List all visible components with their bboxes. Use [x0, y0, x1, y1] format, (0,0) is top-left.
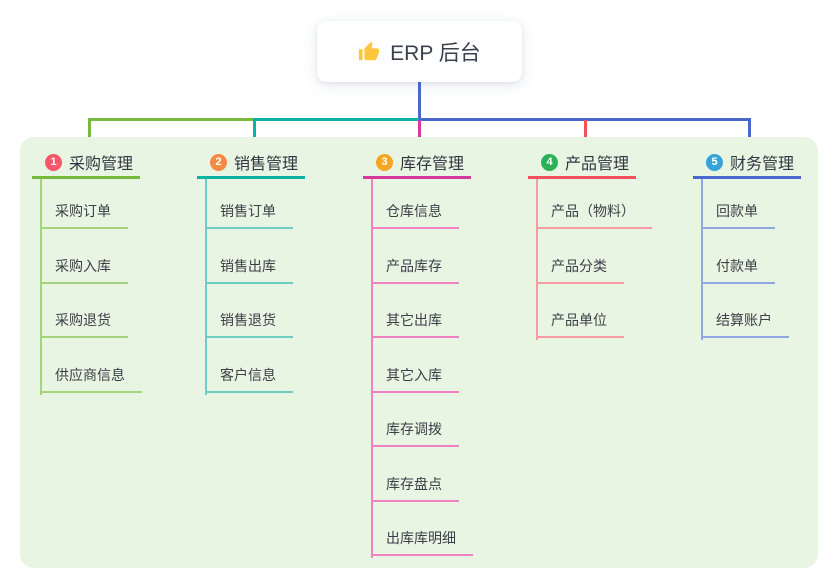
- node-label[interactable]: 仓库信息: [371, 201, 459, 229]
- branches-panel: [20, 137, 818, 568]
- branch-sales-children: 销售订单 销售出库 销售退货 客户信息: [197, 175, 367, 395]
- mindmap-node[interactable]: 销售出库: [197, 229, 367, 284]
- connector-root-drop: [418, 82, 421, 119]
- branch-product-header[interactable]: 4 产品管理: [528, 148, 636, 179]
- branch-finance: 5 财务管理 回款单 付款单 结算账户: [693, 148, 839, 340]
- mindmap-node[interactable]: 其它出库: [363, 284, 533, 338]
- mindmap-node[interactable]: 回款单: [693, 175, 839, 229]
- mindmap-node[interactable]: 销售订单: [197, 175, 367, 229]
- mindmap-node[interactable]: 付款单: [693, 229, 839, 284]
- mindmap-node[interactable]: 产品（物料）: [528, 175, 698, 229]
- branch-purchase-children: 采购订单 采购入库 采购退货 供应商信息: [32, 175, 202, 395]
- connector-drop-finance: [748, 120, 751, 148]
- connector-children-finance: [701, 179, 703, 340]
- branch-purchase-label: 采购管理: [69, 156, 134, 173]
- branch-inventory-header[interactable]: 3 库存管理: [363, 148, 471, 179]
- badge-4: 4: [541, 153, 558, 171]
- node-label[interactable]: 库存调拨: [371, 419, 459, 447]
- mindmap-node[interactable]: 采购订单: [32, 175, 202, 229]
- branch-product-label: 产品管理: [565, 156, 630, 173]
- mindmap-node[interactable]: 客户信息: [197, 338, 367, 393]
- mindmap-node[interactable]: 采购入库: [32, 229, 202, 284]
- mindmap-node[interactable]: 库存调拨: [363, 393, 533, 447]
- node-label[interactable]: 其它出库: [371, 310, 459, 338]
- node-label[interactable]: 回款单: [701, 201, 775, 229]
- connector-children-product: [536, 179, 538, 340]
- connector-bus-left: [88, 118, 253, 121]
- branch-product: 4 产品管理 产品（物料） 产品分类 产品单位: [528, 148, 698, 340]
- mindmap-node[interactable]: 出库库明细: [363, 502, 533, 556]
- connector-children-inventory: [371, 179, 373, 558]
- mindmap-node[interactable]: 产品库存: [363, 229, 533, 284]
- connector-drop-purchase: [88, 120, 91, 148]
- mindmap-node[interactable]: 供应商信息: [32, 338, 202, 393]
- mindmap-node[interactable]: 产品单位: [528, 284, 698, 338]
- branch-sales-header[interactable]: 2 销售管理: [197, 148, 305, 179]
- node-label[interactable]: 销售订单: [205, 201, 293, 229]
- branch-finance-label: 财务管理: [730, 156, 795, 173]
- connector-drop-inventory: [418, 120, 421, 148]
- branch-product-children: 产品（物料） 产品分类 产品单位: [528, 175, 698, 340]
- branch-purchase-header[interactable]: 1 采购管理: [32, 148, 140, 179]
- branch-finance-children: 回款单 付款单 结算账户: [693, 175, 839, 340]
- node-label[interactable]: 结算账户: [701, 310, 789, 338]
- node-label[interactable]: 销售退货: [205, 310, 293, 338]
- badge-1: 1: [45, 153, 62, 171]
- branch-inventory-children: 仓库信息 产品库存 其它出库 其它入库 库存调拨 库存盘点 出库库明细: [363, 175, 533, 558]
- node-label[interactable]: 产品（物料）: [536, 201, 652, 229]
- branch-inventory-label: 库存管理: [400, 156, 465, 173]
- node-label[interactable]: 产品单位: [536, 310, 624, 338]
- node-label[interactable]: 出库库明细: [371, 528, 473, 556]
- mindmap-node[interactable]: 销售退货: [197, 284, 367, 338]
- mindmap-node[interactable]: 仓库信息: [363, 175, 533, 229]
- node-label[interactable]: 付款单: [701, 256, 775, 284]
- root-node-erp[interactable]: ERP 后台: [317, 21, 522, 82]
- badge-3: 3: [376, 153, 393, 171]
- node-label[interactable]: 供应商信息: [40, 365, 142, 393]
- thumbs-up-icon: [358, 41, 380, 63]
- connector-bus-right: [419, 118, 751, 121]
- mindmap-node[interactable]: 其它入库: [363, 338, 533, 393]
- node-label[interactable]: 采购订单: [40, 201, 128, 229]
- node-label[interactable]: 产品库存: [371, 256, 459, 284]
- node-label[interactable]: 其它入库: [371, 365, 459, 393]
- mindmap-node[interactable]: 采购退货: [32, 284, 202, 338]
- branch-finance-header[interactable]: 5 财务管理: [693, 148, 801, 179]
- node-label[interactable]: 客户信息: [205, 365, 293, 393]
- root-node-label: ERP 后台: [390, 41, 481, 65]
- connector-drop-sales: [253, 120, 256, 148]
- branch-sales-label: 销售管理: [234, 156, 299, 173]
- branch-inventory: 3 库存管理 仓库信息 产品库存 其它出库 其它入库 库存调拨 库存盘点 出库库…: [363, 148, 533, 558]
- connector-children-sales: [205, 179, 207, 395]
- connector-children-purchase: [40, 179, 42, 395]
- branch-purchase: 1 采购管理 采购订单 采购入库 采购退货 供应商信息: [32, 148, 202, 395]
- node-label[interactable]: 销售出库: [205, 256, 293, 284]
- connector-bus-center-left: [253, 118, 419, 121]
- connector-drop-product: [584, 120, 587, 148]
- mindmap-node[interactable]: 结算账户: [693, 284, 839, 338]
- node-label[interactable]: 采购入库: [40, 256, 128, 284]
- badge-5: 5: [706, 153, 723, 171]
- mindmap-node[interactable]: 产品分类: [528, 229, 698, 284]
- mindmap-node[interactable]: 库存盘点: [363, 447, 533, 502]
- node-label[interactable]: 产品分类: [536, 256, 624, 284]
- node-label[interactable]: 采购退货: [40, 310, 128, 338]
- badge-2: 2: [210, 153, 227, 171]
- node-label[interactable]: 库存盘点: [371, 474, 459, 502]
- branch-sales: 2 销售管理 销售订单 销售出库 销售退货 客户信息: [197, 148, 367, 395]
